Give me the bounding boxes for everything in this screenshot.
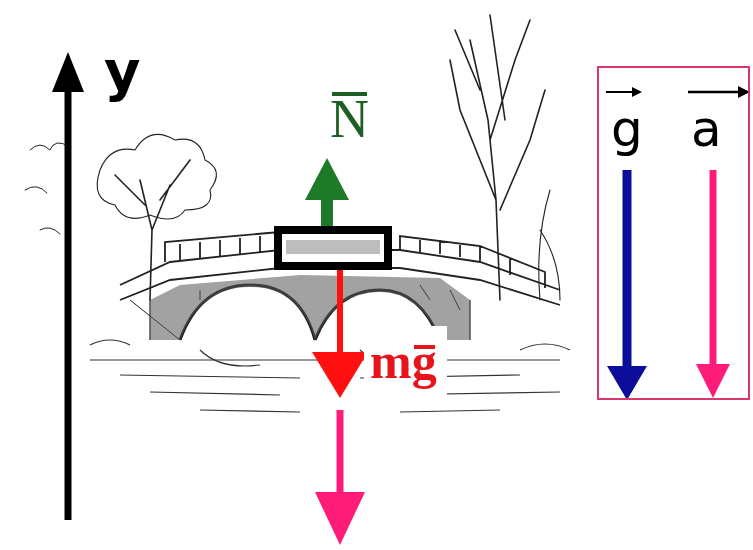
force-label: N bbox=[330, 88, 369, 150]
weight-arrow bbox=[312, 250, 368, 398]
force-label: mg bbox=[364, 326, 447, 400]
right-tree bbox=[450, 15, 560, 300]
acceleration-arrow bbox=[315, 410, 365, 545]
water bbox=[90, 340, 570, 412]
vector-overbar bbox=[332, 92, 367, 96]
car-block bbox=[278, 230, 388, 266]
normal-force-arrow bbox=[305, 158, 349, 228]
left-tree bbox=[25, 134, 216, 300]
legend-arrows bbox=[606, 86, 750, 400]
y-axis bbox=[52, 52, 84, 520]
axis-label: y bbox=[104, 38, 141, 103]
vector-overbar bbox=[414, 345, 435, 349]
vector-label: g bbox=[611, 100, 643, 158]
legend-box: ga bbox=[597, 66, 750, 400]
vector-label: a bbox=[691, 100, 722, 158]
